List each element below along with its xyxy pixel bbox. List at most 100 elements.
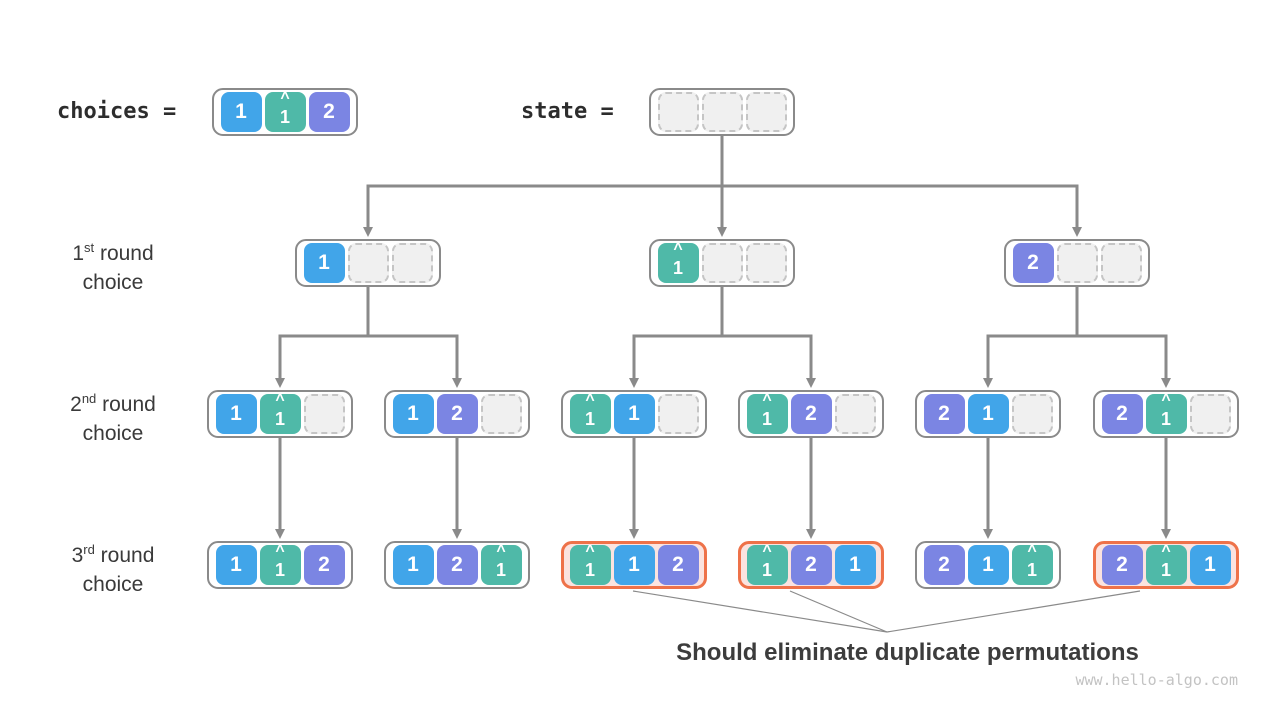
hat-mark: ^ [496,543,506,560]
tree-branch-arrows [275,136,1171,539]
row-label-round-1: 1st round choice [28,233,198,297]
hat-mark: ^ [673,241,683,258]
round2-state-2: ^1 1 [561,390,707,438]
round-word: round [94,242,154,265]
digit: 2 [938,553,950,576]
cell-1: 1 [303,243,345,283]
digit: 2 [451,553,463,576]
round3-state-4: 2 1 ^1 [915,541,1061,589]
round3-state-0: 1 ^1 2 [207,541,353,589]
digit: 1 [1204,553,1216,576]
cell-1-hat: ^1 [1145,544,1187,585]
digit: 1 [495,559,506,580]
cell-1: 1 [215,545,257,585]
round-number: 1 [72,242,84,265]
watermark: www.hello-algo.com [1075,671,1238,689]
empty-cell [347,243,389,283]
round3-state-3-duplicate: ^1 2 1 [738,541,884,589]
empty-cell [745,92,787,132]
empty-cell [1056,243,1098,283]
digit: 1 [407,402,419,425]
cell-1-hat: ^1 [480,543,522,585]
empty-cell [657,92,699,132]
ordinal-suffix: rd [83,542,95,557]
round2-state-0: 1 ^1 [207,390,353,438]
round-word: round [96,393,156,416]
digit: 1 [584,408,595,429]
state-box-empty [649,88,795,136]
cell-2: 2 [790,545,832,585]
cell-1-hat: ^1 [569,544,611,585]
digit: 2 [938,402,950,425]
choice-word: choice [82,573,144,596]
cell-1: 1 [215,394,257,434]
digit: 1 [230,402,242,425]
choice-word: choice [82,422,144,445]
cell-2: 2 [1101,545,1143,585]
digit: 2 [805,402,817,425]
cell-1-hat: ^1 [259,392,301,434]
round1-state-0: 1 [295,239,441,287]
hat-mark: ^ [275,392,285,409]
cell-1-hat: ^1 [746,544,788,585]
cell-1: 1 [392,394,434,434]
round1-state-2: 2 [1004,239,1150,287]
cell-1: 1 [967,545,1009,585]
duplicate-callout-lines [632,590,1141,633]
round2-state-5: 2 ^1 [1093,390,1239,438]
round2-state-3: ^1 2 [738,390,884,438]
choices-label: choices = [57,99,177,124]
digit: 1 [628,553,640,576]
hat-mark: ^ [1161,392,1171,409]
digit: 1 [628,402,640,425]
digit: 1 [761,559,772,580]
choice-cell-1: 1 [220,92,262,132]
cell-1-hat: ^1 [569,392,611,434]
empty-cell [391,243,433,283]
choice-cell-2: 2 [308,92,350,132]
digit: 1 [761,408,772,429]
digit: 1 [1026,559,1037,580]
row-label-round-3: 3rd round choice [28,535,198,599]
digit: 2 [672,553,684,576]
empty-cell [834,394,876,434]
cell-1: 1 [392,545,434,585]
cell-2: 2 [436,545,478,585]
round3-state-2-duplicate: ^1 1 2 [561,541,707,589]
row-label-round-2: 2nd round choice [28,384,198,448]
state-label: state = [521,99,614,124]
choice-cell-1-hat: ^ 1 [264,91,306,132]
round2-state-1: 1 2 [384,390,530,438]
cell-1-hat: ^1 [746,392,788,434]
digit: 1 [672,257,683,278]
empty-cell [1011,394,1053,434]
cell-1-hat: ^1 [657,241,699,283]
empty-cell [657,394,699,434]
cell-1-hat: ^1 [1145,392,1187,434]
empty-cell [701,243,743,283]
digit: 2 [451,402,463,425]
hat-mark: ^ [585,392,595,409]
hat-mark: ^ [762,392,772,409]
digit: 1 [407,553,419,576]
digit: 1 [318,251,330,274]
ordinal-suffix: nd [81,391,97,406]
round-number: 3 [71,544,84,567]
round3-state-5-duplicate: 2 ^1 1 [1093,541,1239,589]
digit: 2 [1116,402,1128,425]
digit: 1 [235,100,247,123]
digit: 2 [805,553,817,576]
ordinal-suffix: st [84,240,95,255]
digit: 2 [1027,251,1039,274]
cell-2: 2 [436,394,478,434]
cell-1-hat: ^1 [259,544,301,585]
cell-2: 2 [790,394,832,434]
hat-mark: ^ [1027,543,1037,560]
empty-cell [701,92,743,132]
empty-cell [480,394,522,434]
cell-2: 2 [1101,394,1143,434]
round2-state-4: 2 1 [915,390,1061,438]
empty-cell [303,394,345,434]
duplicate-note: Should eliminate duplicate permutations [676,639,1139,666]
